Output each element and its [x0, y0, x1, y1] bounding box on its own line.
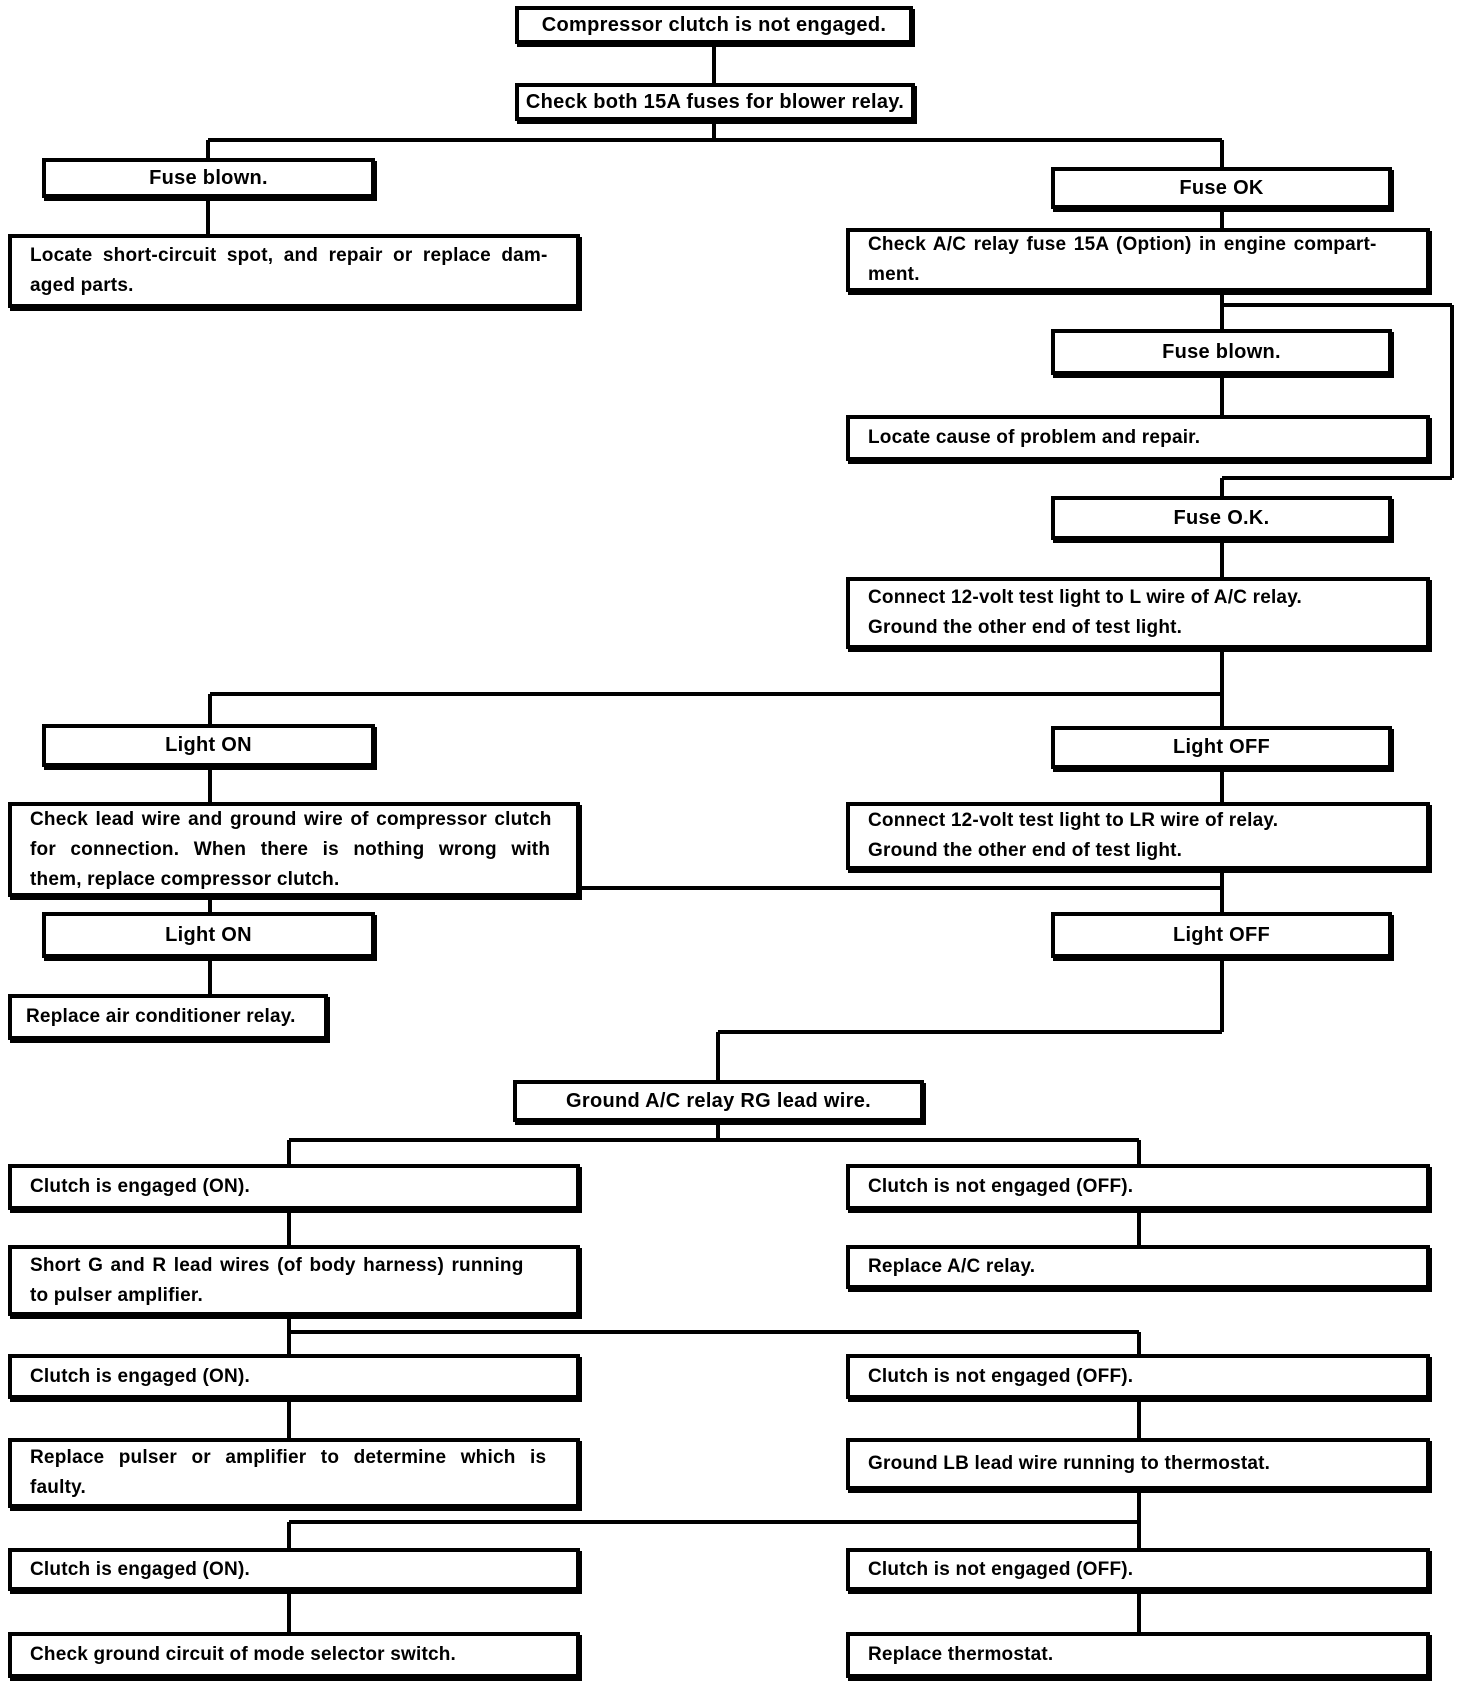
node-clutch-engaged-3: Clutch is engaged (ON).: [8, 1548, 580, 1591]
node-fuse-blown-1: Fuse blown.: [42, 158, 375, 198]
node-replace-thermostat: Replace thermostat.: [846, 1632, 1430, 1678]
node-clutch-engaged-1: Clutch is engaged (ON).: [8, 1164, 580, 1210]
node-connect-lr-wire: Connect 12-volt test light to LR wire of…: [846, 802, 1430, 870]
node-label: Ground the other end of test light.: [868, 840, 1183, 861]
node-label: Clutch is not engaged (OFF).: [868, 1176, 1134, 1197]
node-label: Replace A/C relay.: [868, 1256, 1036, 1277]
node-label: Fuse blown.: [149, 166, 268, 189]
node-label: Check both 15A fuses for blower relay.: [525, 90, 905, 113]
node-fuse-ok-2: Fuse O.K.: [1051, 496, 1392, 540]
node-label: for connection. When there is nothing wr…: [30, 838, 551, 860]
node-label: Locate cause of problem and repair.: [868, 427, 1201, 448]
node-label: Clutch is engaged (ON).: [30, 1558, 250, 1580]
node-label: Check lead wire and ground wire of compr…: [30, 808, 552, 830]
node-label: Replace thermostat.: [868, 1644, 1054, 1665]
node-fuse-ok-1: Fuse OK: [1051, 167, 1392, 209]
node-label: Light ON: [165, 734, 252, 756]
node-label: Replace pulser or amplifier to determine…: [30, 1447, 547, 1468]
node-light-off-1: Light OFF: [1051, 726, 1392, 769]
node-label: Locate short-circuit spot, and repair or…: [30, 245, 548, 266]
node-label: Fuse OK: [1179, 176, 1264, 199]
node-connect-l-wire: Connect 12-volt test light to L wire of …: [846, 577, 1430, 649]
node-label: Ground LB lead wire running to thermosta…: [868, 1453, 1271, 1474]
node-label: faulty.: [30, 1477, 86, 1498]
node-light-on-1: Light ON: [42, 724, 375, 767]
node-label: them, replace compressor clutch.: [30, 868, 340, 890]
node-label: Check A/C relay fuse 15A (Option) in eng…: [868, 234, 1377, 255]
node-label: Ground A/C relay RG lead wire.: [566, 1089, 871, 1112]
node-ground-lb-lead-wire: Ground LB lead wire running to thermosta…: [846, 1438, 1430, 1490]
node-clutch-not-engaged-1: Clutch is not engaged (OFF).: [846, 1164, 1430, 1210]
node-label: Light OFF: [1172, 736, 1271, 758]
node-fuse-blown-2: Fuse blown.: [1051, 329, 1392, 375]
node-check-ground-circuit-mode-selector: Check ground circuit of mode selector sw…: [8, 1632, 580, 1678]
node-replace-air-conditioner-relay: Replace air conditioner relay.: [8, 994, 328, 1040]
node-label: ment.: [868, 264, 920, 285]
node-label: Ground the other end of test light.: [868, 617, 1183, 638]
node-clutch-not-engaged-2: Clutch is not engaged (OFF).: [846, 1354, 1430, 1399]
node-clutch-engaged-2: Clutch is engaged (ON).: [8, 1354, 580, 1399]
node-label: Connect 12-volt test light to L wire of …: [868, 587, 1303, 608]
node-start: Compressor clutch is not engaged.: [515, 6, 913, 44]
node-clutch-not-engaged-3: Clutch is not engaged (OFF).: [846, 1548, 1430, 1591]
node-label: Clutch is not engaged (OFF).: [868, 1365, 1134, 1387]
node-label: Compressor clutch is not engaged.: [541, 13, 887, 36]
node-ground-rg-lead-wire: Ground A/C relay RG lead wire.: [513, 1080, 924, 1122]
node-light-on-2: Light ON: [42, 912, 375, 958]
node-label: Clutch is engaged (ON).: [30, 1176, 250, 1197]
node-replace-pulser-or-amplifier: Replace pulser or amplifier to determine…: [8, 1438, 580, 1508]
node-locate-short-circuit: Locate short-circuit spot, and repair or…: [8, 234, 580, 308]
node-label: Fuse O.K.: [1173, 506, 1270, 529]
node-short-g-r-lead-wires: Short G and R lead wires (of body harnes…: [8, 1245, 580, 1316]
node-check-ac-relay-fuse: Check A/C relay fuse 15A (Option) in eng…: [846, 228, 1430, 292]
node-label: aged parts.: [30, 275, 134, 296]
node-check-fuses: Check both 15A fuses for blower relay.: [515, 83, 915, 121]
node-check-lead-wire: Check lead wire and ground wire of compr…: [8, 802, 580, 897]
node-label: Short G and R lead wires (of body harnes…: [30, 1254, 524, 1276]
node-label: Replace air conditioner relay.: [26, 1006, 296, 1027]
node-label: Clutch is engaged (ON).: [30, 1365, 250, 1387]
node-label: Fuse blown.: [1162, 340, 1281, 363]
node-locate-cause: Locate cause of problem and repair.: [846, 415, 1430, 461]
node-label: to pulser amplifier.: [30, 1284, 203, 1306]
node-label: Light OFF: [1172, 923, 1271, 946]
node-label: Check ground circuit of mode selector sw…: [30, 1644, 457, 1665]
node-label: Clutch is not engaged (OFF).: [868, 1558, 1134, 1580]
node-label: Connect 12-volt test light to LR wire of…: [868, 810, 1279, 831]
node-replace-ac-relay: Replace A/C relay.: [846, 1245, 1430, 1289]
node-label: Light ON: [165, 923, 252, 946]
node-light-off-2: Light OFF: [1051, 912, 1392, 958]
